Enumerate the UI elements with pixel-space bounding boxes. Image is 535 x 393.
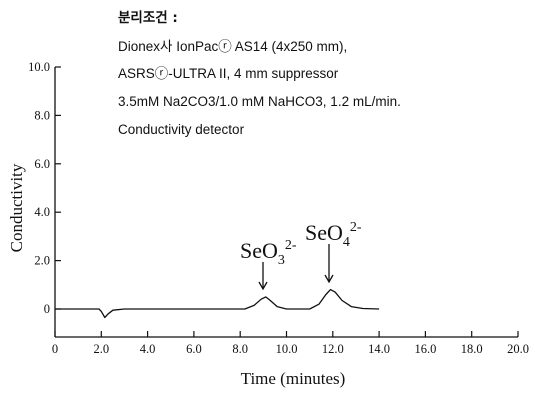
peak-label: SeO32-	[240, 238, 297, 268]
peak-annotations: SeO32- SeO42-	[240, 220, 362, 291]
peak-label: SeO42-	[305, 220, 362, 250]
conductivity-trace	[55, 288, 380, 319]
x-tick-label: 10.0	[276, 342, 298, 356]
x-tick-label: 20.0	[507, 342, 529, 356]
y-axis-ticks: 0 2.0 4.0 6.0 8.0 10.0	[28, 60, 61, 316]
y-tick-label: 4.0	[34, 205, 50, 219]
x-tick-label: 2.0	[93, 342, 109, 356]
y-axis-label: Conductivity	[7, 163, 26, 252]
series-layer	[55, 288, 380, 319]
peak-arrow-head	[258, 281, 268, 291]
x-tick-label: 12.0	[322, 342, 344, 356]
y-tick-label: 2.0	[34, 254, 50, 268]
conditions-line-suppressor: ASRSⓡ-ULTRA II, 4 mm suppressor	[118, 66, 339, 81]
x-tick-label: 4.0	[140, 342, 156, 356]
x-tick-label: 0	[52, 342, 58, 356]
peak-arrow-head	[324, 274, 334, 284]
x-axis-label: Time (minutes)	[241, 369, 346, 388]
x-axis-ticks: 0 2.0 4.0 6.0 8.0 10.0 12.0 14.0 16.0 18.0 20.0	[52, 331, 529, 356]
x-tick-label: 6.0	[186, 342, 202, 356]
conditions-line-column: Dionex사 IonPacⓡ AS14 (4x250 mm),	[118, 39, 347, 54]
x-tick-label: 18.0	[461, 342, 483, 356]
conditions-line-detector: Conductivity detector	[118, 122, 245, 137]
y-tick-label: 0	[44, 302, 50, 316]
conditions-heading: 분리조건 :	[118, 9, 178, 26]
x-tick-label: 14.0	[368, 342, 390, 356]
y-tick-label: 6.0	[34, 157, 50, 171]
y-tick-label: 8.0	[34, 108, 50, 122]
y-tick-label: 10.0	[28, 60, 50, 74]
x-tick-label: 16.0	[414, 342, 436, 356]
conditions-line-eluent: 3.5mM Na2CO3/1.0 mM NaHCO3, 1.2 mL/min.	[118, 94, 401, 109]
conditions-block: 분리조건 : Dionex사 IonPacⓡ AS14 (4x250 mm), …	[118, 9, 401, 137]
x-tick-label: 8.0	[232, 342, 248, 356]
